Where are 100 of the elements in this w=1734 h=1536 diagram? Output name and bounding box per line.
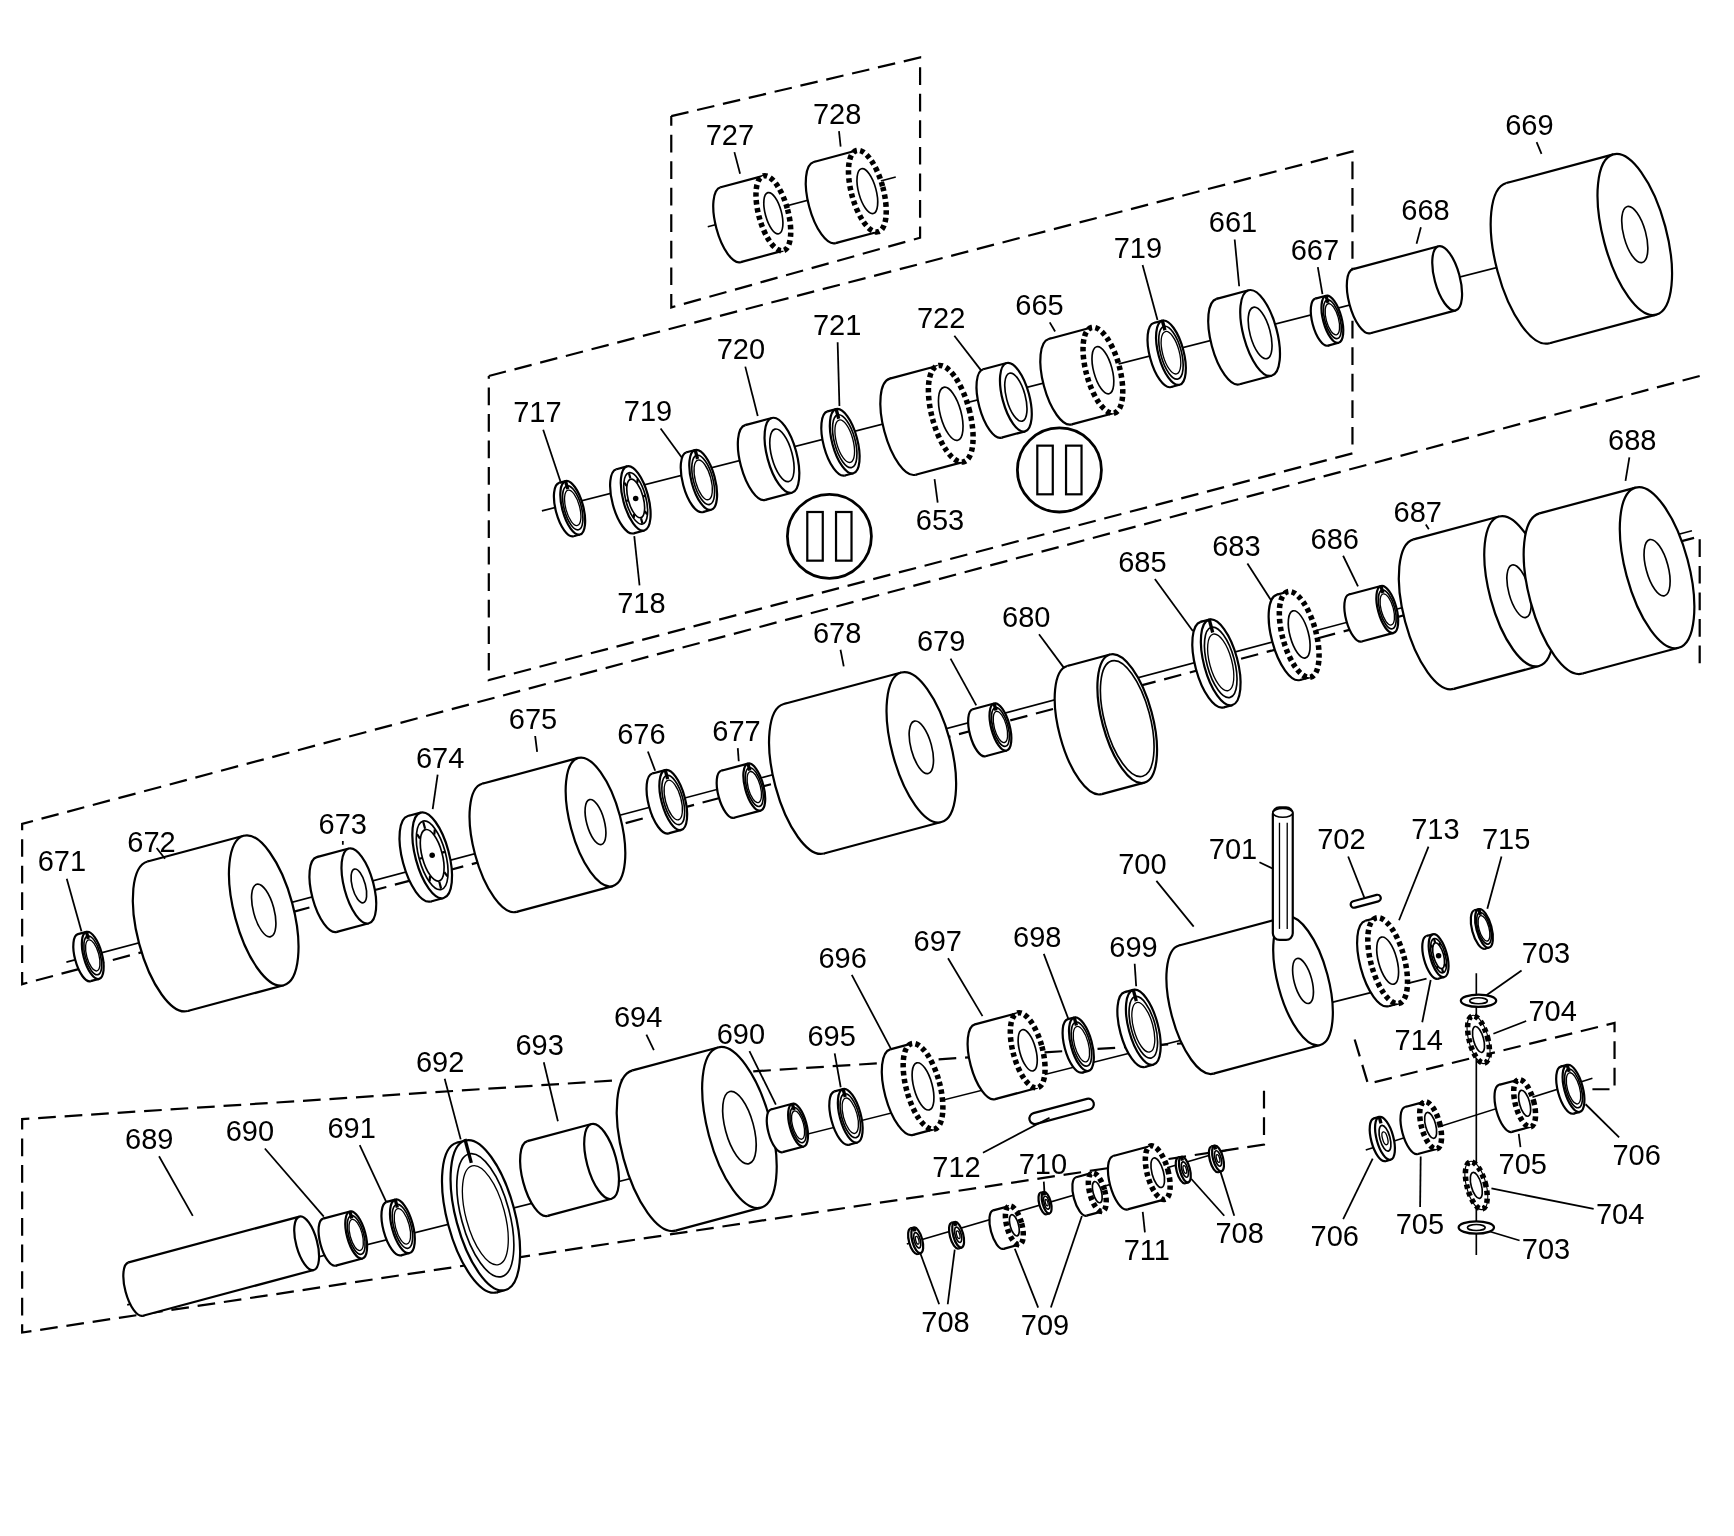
callout-number: 673 — [318, 808, 367, 839]
leader-line — [1485, 969, 1523, 997]
ring-drawing — [380, 1198, 416, 1257]
leader-line — [358, 1144, 388, 1203]
leader-line — [1316, 266, 1324, 295]
callout-number: 685 — [1118, 546, 1167, 577]
leader-line — [158, 1155, 194, 1217]
leader-line — [1246, 562, 1273, 602]
leader-line — [947, 957, 984, 1017]
drum-drawing — [768, 671, 958, 855]
callout-number: 661 — [1208, 207, 1258, 238]
callout-number: 702 — [1317, 824, 1366, 855]
leader-line — [1342, 554, 1359, 588]
seal-drawing — [609, 465, 652, 535]
leader-line — [1415, 226, 1422, 245]
callout-number: 713 — [1411, 814, 1460, 845]
callout-number: 692 — [415, 1046, 465, 1077]
leader-line — [1535, 141, 1543, 155]
ring-drawing — [440, 1138, 522, 1294]
gear-drawing — [804, 147, 889, 245]
gear-drawing — [712, 172, 794, 264]
leader-line — [1042, 952, 1070, 1020]
ring-drawing — [72, 930, 105, 983]
gear-drawing — [1462, 1159, 1490, 1212]
leader-line — [1517, 1133, 1522, 1149]
leader-line — [1190, 1177, 1226, 1217]
callout-number: 674 — [415, 742, 465, 773]
callout-number: 704 — [1528, 995, 1577, 1026]
callout-number: 698 — [1013, 921, 1062, 952]
gear-drawing — [988, 1203, 1027, 1251]
leader-line — [431, 773, 439, 811]
ring-drawing — [1146, 319, 1187, 389]
callout-number: 665 — [1015, 290, 1064, 321]
callout-number: 697 — [913, 926, 962, 957]
ring-drawing — [645, 768, 689, 835]
ring-drawing — [828, 1087, 864, 1146]
callout-number: 709 — [1020, 1309, 1070, 1340]
ring-drawing — [317, 1210, 369, 1267]
leader-line — [542, 1061, 559, 1123]
callout-number: 704 — [1595, 1199, 1645, 1230]
bushing-drawing — [1207, 288, 1282, 386]
callout-number: 696 — [818, 942, 867, 973]
leader-line — [836, 341, 841, 407]
leader-line — [1141, 264, 1159, 321]
washer-drawing — [907, 1226, 925, 1256]
leader-line — [645, 1033, 655, 1051]
leader-line — [838, 130, 842, 148]
ring-drawing — [820, 407, 861, 477]
callout-number: 728 — [812, 98, 862, 129]
leader-line — [534, 735, 539, 753]
callout-number: 694 — [613, 1002, 663, 1033]
ring-drawing — [1061, 1016, 1095, 1074]
gear-drawing — [1071, 1170, 1109, 1217]
leader-line — [443, 1077, 462, 1141]
callout-number: 727 — [705, 119, 755, 150]
callout-number: 678 — [812, 617, 862, 648]
callout-number: 705 — [1498, 1149, 1547, 1180]
callout-number: 712 — [932, 1151, 981, 1182]
leader-line — [1141, 1211, 1146, 1234]
ring-drawing — [1116, 988, 1162, 1069]
ring-drawing — [967, 702, 1013, 758]
leader-line — [263, 1147, 325, 1218]
leader-line — [736, 747, 740, 763]
band-drawing — [1053, 653, 1159, 796]
ring-drawing — [715, 762, 767, 819]
leader-line — [1492, 1020, 1528, 1035]
leader-line — [341, 840, 344, 846]
ring-drawing — [1343, 584, 1400, 643]
leader-line — [633, 535, 641, 587]
drum-drawing — [468, 756, 627, 914]
washer-drawing — [1174, 1155, 1192, 1185]
callout-number: 715 — [1482, 824, 1531, 855]
ring-drawing — [552, 479, 587, 538]
leader-line — [733, 151, 741, 175]
callout-number: 676 — [617, 719, 666, 750]
callout-number: 705 — [1395, 1209, 1445, 1240]
leader-line — [1398, 845, 1430, 922]
leader-line — [748, 1050, 777, 1106]
callout-number: 677 — [712, 715, 761, 746]
callout-number: 691 — [327, 1113, 376, 1143]
leader-line — [1488, 1230, 1521, 1242]
leader-line — [1048, 321, 1056, 333]
gear-drawing — [879, 362, 976, 477]
callout-number: 690 — [225, 1116, 275, 1147]
ring-drawing — [1309, 294, 1345, 347]
leader-line — [1258, 861, 1274, 870]
leader-line — [1624, 456, 1631, 482]
washer-drawing — [1459, 993, 1498, 1009]
shaft-drawing — [1345, 244, 1464, 335]
leader-line — [1424, 523, 1430, 531]
leader-line — [1049, 1215, 1083, 1309]
callout-number: 719 — [1113, 232, 1163, 263]
callout-number: 714 — [1394, 1024, 1443, 1055]
callout-number: 693 — [515, 1030, 564, 1061]
callout-number: 695 — [807, 1021, 856, 1052]
carrier-drawing — [1165, 915, 1334, 1076]
drum-drawing — [1489, 152, 1674, 345]
callout-number: 706 — [1612, 1139, 1661, 1170]
callout-number: 700 — [1118, 848, 1167, 879]
shaft-drawing — [519, 1122, 621, 1218]
